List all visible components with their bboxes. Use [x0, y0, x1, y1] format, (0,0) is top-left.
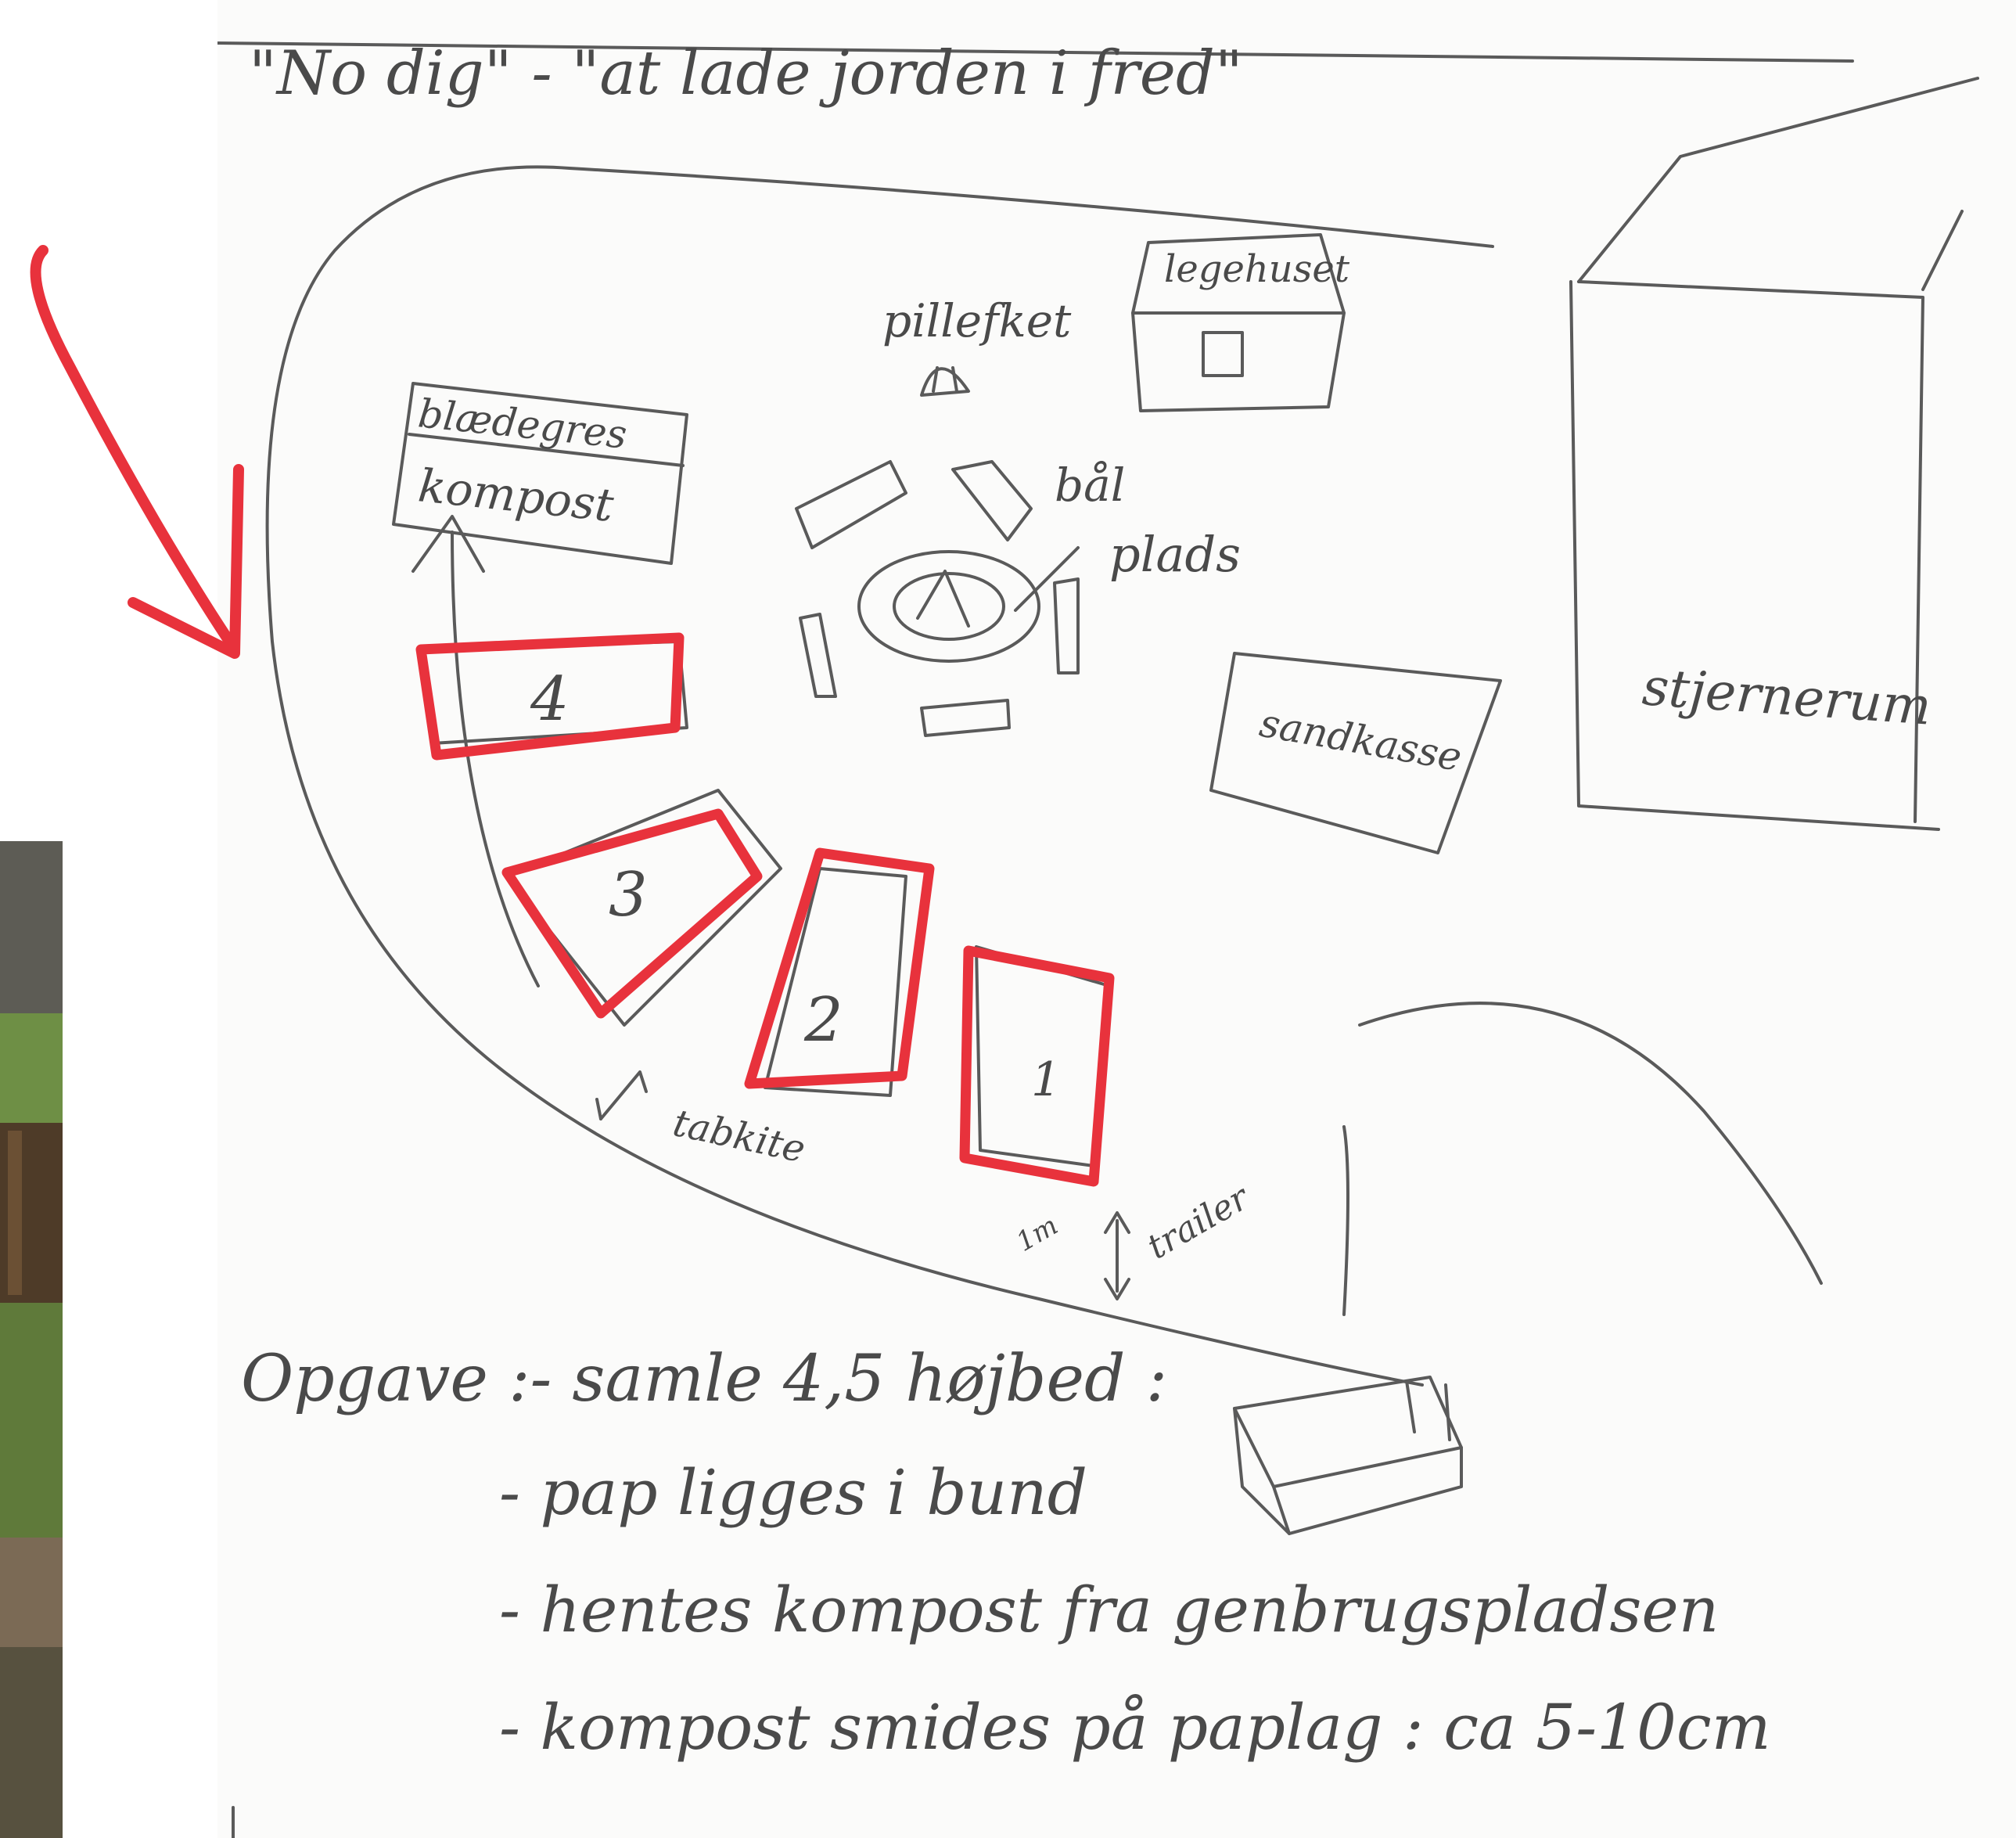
bench	[1055, 579, 1078, 673]
garden-photo-strip	[0, 841, 63, 1838]
path-arrow-line	[452, 532, 538, 986]
measure-arrow	[597, 1072, 646, 1119]
building-edge	[1923, 211, 1962, 290]
label-pillefket: pillefket	[882, 294, 1072, 347]
note-item-1: - pap ligges i bund	[499, 1456, 1087, 1529]
path-left	[1344, 1127, 1348, 1315]
garden-photo	[0, 841, 63, 1838]
label-plads: plads	[1109, 526, 1241, 583]
task-line: Opgave :- samle 4,5 højbed :	[241, 1342, 1167, 1416]
measure-arrow	[1105, 1213, 1129, 1299]
bench	[922, 700, 1009, 736]
bed-2-sketch	[765, 869, 906, 1095]
building-roof	[1579, 78, 1978, 282]
bed-number: 2	[803, 985, 843, 1056]
note-item-2: - hentes kompost fra genbrugspladsen	[499, 1574, 1719, 1646]
bed-number: 4	[530, 664, 570, 735]
label-stjernerum: stjernerum	[1640, 656, 1933, 737]
label-trailer: trailer	[1141, 1177, 1257, 1268]
page-title: "No dig" - "at lade jorden i fred"	[249, 38, 1243, 109]
bed-number: 1	[1031, 1052, 1061, 1107]
note-item-3: - kompost smides på paplag : ca 5-10cm	[499, 1691, 1771, 1764]
label-bottom-word: tabkite	[670, 1101, 810, 1171]
building-walls	[1571, 282, 1939, 829]
bench	[800, 614, 836, 696]
fire-pit-icon	[796, 462, 1078, 736]
raised-bed-sketch-icon	[1234, 1377, 1461, 1534]
label-kompost: kompost	[416, 459, 617, 532]
sketch-paper: "No dig" - "at lade jorden i fred" legeh…	[217, 0, 2016, 1838]
label-meter: 1m	[1012, 1210, 1064, 1258]
label-sandkasse: sandkasse	[1256, 700, 1465, 780]
path-arc	[1360, 1003, 1821, 1283]
building-front	[1579, 282, 1923, 822]
path-arrowhead	[413, 516, 483, 571]
label-bal: bål	[1055, 459, 1125, 512]
garden-outline	[268, 167, 1493, 1385]
garden-plan-sketch: "No dig" - "at lade jorden i fred" legeh…	[217, 0, 2016, 1838]
bench	[953, 462, 1031, 540]
bench	[796, 462, 906, 548]
label-legehuset: legehuset	[1164, 247, 1350, 291]
red-arrow-icon	[0, 0, 313, 704]
bed-number: 3	[609, 860, 648, 930]
tent-icon	[922, 368, 968, 395]
